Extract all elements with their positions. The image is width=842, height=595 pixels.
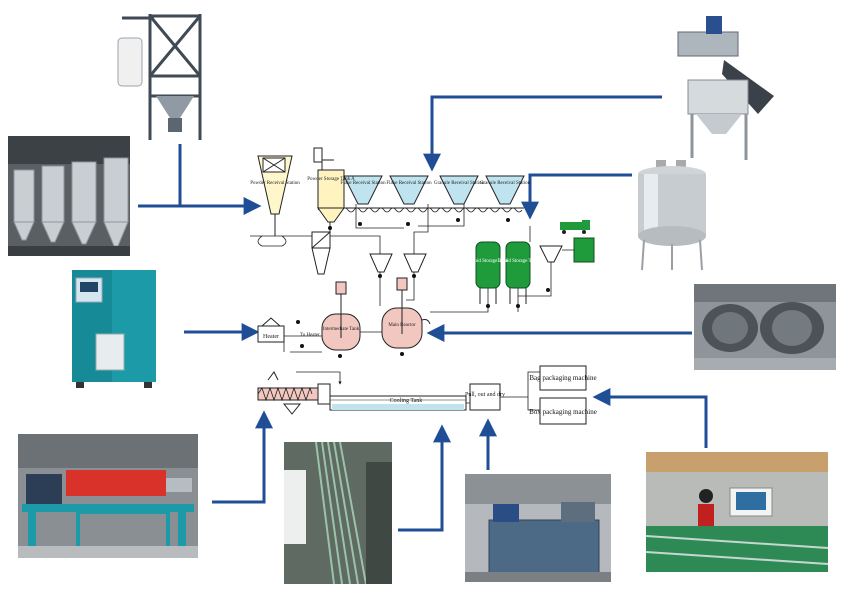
label-pull-dry: Pull, out and dry	[465, 392, 505, 398]
cooling-strands-photo	[284, 442, 392, 584]
label-bag-packaging: Bag packaging machine	[529, 374, 596, 382]
label-main-reactor: Main Reactor	[388, 323, 416, 328]
temperature-controller-photo	[62, 266, 168, 396]
intermediate-tank	[321, 281, 361, 351]
label-flake-2: Flake Receival Station	[386, 181, 432, 186]
svg-text:Granule Receival Station: Granule Receival Station	[480, 181, 531, 186]
svg-text:Liquid Storage Tank: Liquid Storage Tank	[498, 259, 539, 264]
arrow-packaging	[592, 388, 708, 448]
liquid-dosing-funnel	[539, 220, 595, 263]
label-liquid-1: Liquid Storage Tank	[468, 259, 509, 264]
svg-text:Intermediate Tank: Intermediate Tank	[323, 327, 360, 332]
pull-dry-box	[469, 383, 501, 411]
packaging-workshop-photo	[646, 452, 828, 572]
reactor-vessels-photo	[694, 284, 836, 370]
liquid-storage-tank-2	[505, 241, 531, 304]
svg-text:Liquid Storage Tank: Liquid Storage Tank	[468, 259, 509, 264]
cooling-tank	[329, 395, 467, 411]
svg-text:To Heater: To Heater	[300, 333, 320, 338]
box-packaging-box	[539, 397, 587, 425]
label-intermediate-tank: Intermediate Tank	[323, 327, 360, 332]
label-granule-2: Granule Receival Station	[480, 181, 531, 186]
stainless-tank-photo	[634, 158, 710, 274]
arrow-vacuum-conveyor	[423, 95, 662, 172]
vacuum-conveyor-photo	[666, 10, 778, 168]
svg-text:Powder Receival Station: Powder Receival Station	[250, 181, 300, 186]
svg-text:Box packaging machine: Box packaging machine	[529, 408, 597, 416]
heater-unit	[257, 317, 285, 343]
arrow-unloader	[138, 144, 258, 206]
label-to-heater: To Heater	[300, 333, 320, 338]
main-reactor	[381, 277, 431, 349]
arrow-stainless-tank	[521, 173, 632, 220]
flake-hopper-2	[389, 175, 429, 205]
storage-silos-photo	[8, 136, 130, 256]
flake-hopper-1	[343, 175, 383, 205]
powder-receiving-station	[257, 155, 293, 236]
svg-text:Main Reactor: Main Reactor	[388, 323, 416, 328]
label-heater: Heater	[263, 334, 279, 340]
svg-text:Powder Storage Tank A: Powder Storage Tank A	[307, 177, 355, 182]
label-granule-1: Granule Receival Station	[434, 181, 485, 186]
svg-text:Heater: Heater	[263, 334, 279, 340]
label-cooling-tank: Cooling Tank	[390, 398, 423, 404]
label-flake-1: Flake Receival Station	[340, 181, 386, 186]
extruder-photo	[18, 434, 198, 558]
svg-text:Flake Receival Station: Flake Receival Station	[386, 181, 432, 186]
label-liquid-2: Liquid Storage Tank	[498, 259, 539, 264]
label-powder-receiving: Powder Receival Station	[250, 181, 300, 186]
svg-text:Flake Receival Station: Flake Receival Station	[340, 181, 386, 186]
granule-hopper-2	[485, 175, 525, 205]
arrow-extruder	[212, 410, 273, 504]
bag-packaging-box	[539, 365, 587, 391]
powder-storage-tank	[313, 147, 345, 223]
label-box-packaging: Box packaging machine	[529, 408, 597, 416]
pelletizer-photo	[465, 474, 611, 582]
svg-text:Granule Receival Station: Granule Receival Station	[434, 181, 485, 186]
svg-text:Bag packaging machine: Bag packaging machine	[529, 374, 596, 382]
sieve-column	[311, 231, 331, 275]
bulk-bag-unloader-photo	[108, 6, 214, 144]
arrow-cooling	[398, 424, 451, 532]
extruder-schematic	[257, 371, 331, 415]
svg-text:Cooling Tank: Cooling Tank	[390, 398, 423, 404]
label-powder-storage: Powder Storage Tank A	[307, 177, 355, 182]
svg-text:Pull, out and dry: Pull, out and dry	[465, 392, 505, 398]
